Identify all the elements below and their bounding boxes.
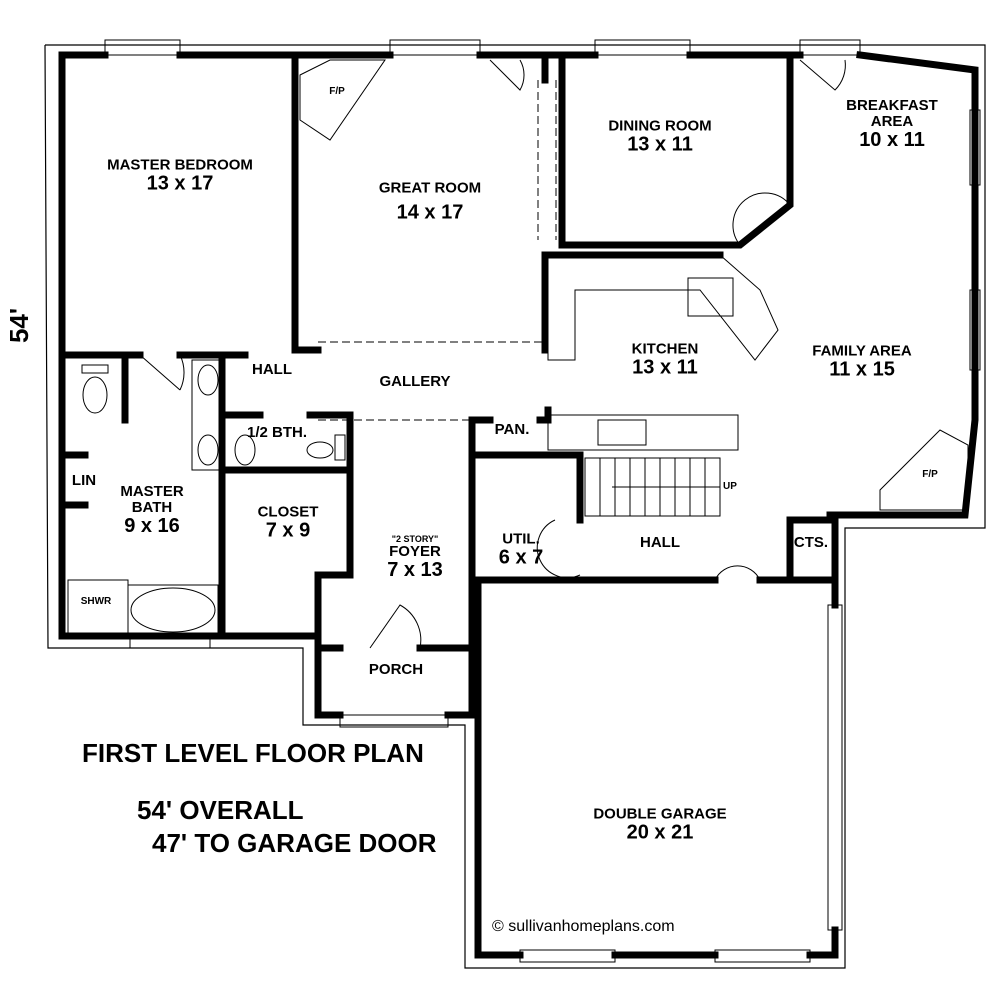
- room-size: 7 x 13: [387, 559, 443, 582]
- hall-label-2: HALL: [640, 534, 680, 552]
- linen-label: LIN: [71, 472, 97, 490]
- outer-outline: [44, 44, 986, 969]
- hall-label: HALL: [252, 361, 292, 379]
- room-size: 9 x 16: [124, 514, 180, 537]
- stairs-up-label: UP: [723, 480, 737, 492]
- stairs: [584, 457, 721, 517]
- room-name: MASTER BEDROOM: [107, 156, 253, 174]
- fixtures: [67, 39, 981, 963]
- room-size: 20 x 21: [626, 821, 694, 844]
- room-name: GREAT ROOM: [378, 179, 482, 197]
- util-label: UTIL.6 x 7: [498, 530, 544, 569]
- foyer-note: "2 STORY": [391, 533, 439, 544]
- room-size: 13 x 11: [627, 133, 693, 156]
- room-name: BREAKFAST AREA: [846, 96, 938, 130]
- room-size: 10 x 11: [859, 128, 925, 151]
- side-dimension: 54': [4, 307, 35, 344]
- fireplace-label-family: F/P: [922, 468, 938, 480]
- overall-dimension: 54' OVERALL: [137, 795, 304, 825]
- room-name: CLOSET: [257, 503, 319, 521]
- room-name: FAMILY AREA: [812, 342, 912, 360]
- plan-title: FIRST LEVEL FLOOR PLAN: [82, 738, 424, 768]
- great-room-label: GREAT ROOM 14 x 17: [378, 179, 482, 224]
- room-size: 6 x 7: [498, 546, 544, 569]
- shower-label: SHWR: [80, 595, 112, 607]
- porch-label: PORCH: [368, 661, 424, 679]
- room-name: FOYER: [389, 543, 441, 561]
- room-name: KITCHEN: [631, 340, 699, 358]
- room-size: 13 x 11: [632, 356, 698, 379]
- room-size: 7 x 9: [265, 519, 311, 542]
- room-size: 13 x 17: [146, 172, 214, 195]
- room-name: DOUBLE GARAGE: [593, 805, 727, 823]
- room-name: UTIL.: [502, 530, 540, 548]
- cts-label: CTS.: [793, 534, 829, 552]
- copyright-text: © sullivanhomeplans.com: [492, 918, 675, 935]
- room-name: MASTER BATH: [120, 482, 184, 516]
- fireplace-label: F/P: [329, 85, 345, 97]
- pantry-label: PAN.: [494, 421, 530, 439]
- gallery-label: GALLERY: [379, 373, 451, 391]
- room-size: 14 x 17: [396, 201, 464, 224]
- garage-door-dimension: 47' TO GARAGE DOOR: [152, 828, 437, 858]
- room-name: DINING ROOM: [608, 117, 712, 135]
- room-size: 11 x 15: [829, 358, 895, 381]
- half-bath-label: 1/2 BTH.: [246, 424, 308, 442]
